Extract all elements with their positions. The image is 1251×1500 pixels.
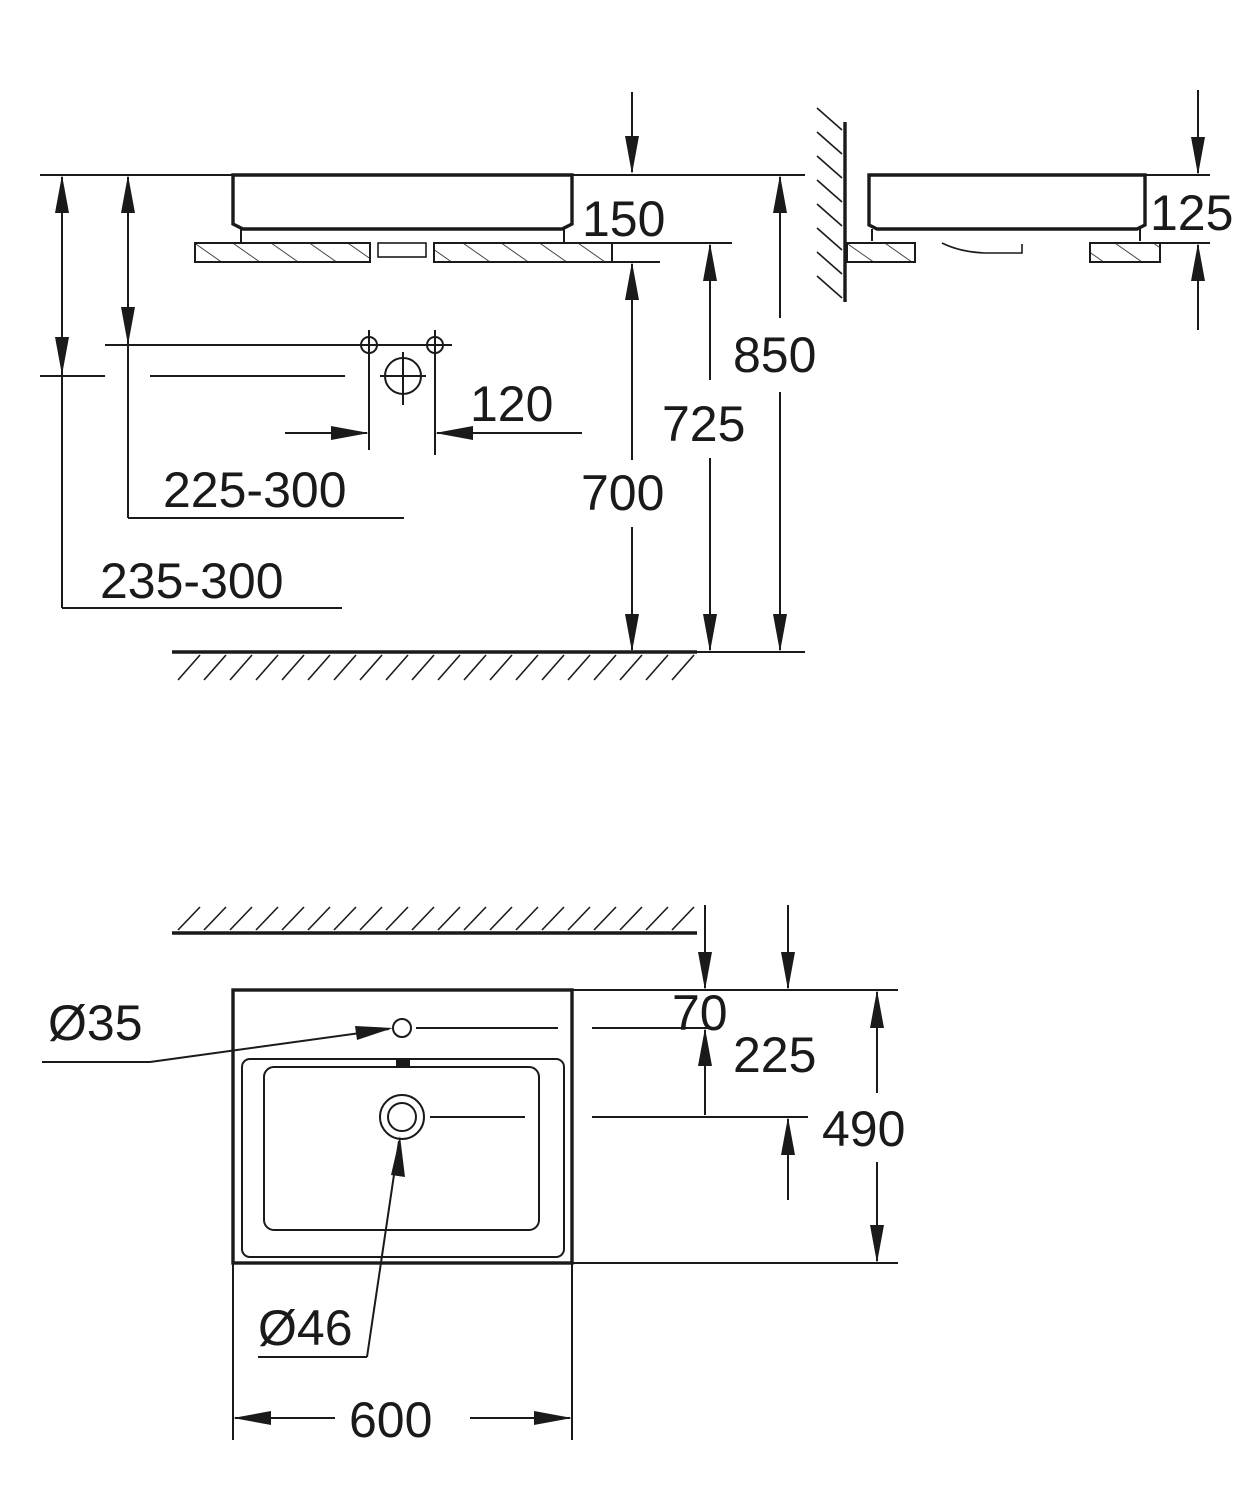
label-725: 725 (662, 396, 745, 452)
label-850: 850 (733, 327, 816, 383)
label-d35: Ø35 (48, 995, 143, 1051)
label-d46: Ø46 (258, 1300, 353, 1356)
drain-housing (377, 242, 427, 258)
drain-inner (387, 1102, 417, 1132)
label-700: 700 (581, 465, 664, 521)
countertop-right (433, 242, 613, 263)
basin-plan-outer (231, 988, 574, 1265)
plan-view (42, 905, 898, 1440)
label-225-300: 225-300 (163, 462, 347, 518)
front-elevation (40, 92, 805, 681)
label-120: 120 (470, 376, 553, 432)
plan-wall-hatch (177, 906, 695, 931)
basin-side (867, 173, 1147, 231)
label-600: 600 (349, 1392, 432, 1448)
basin-plan-rim (241, 1058, 565, 1258)
floor-hatch (177, 654, 695, 681)
side-elevation (816, 90, 1210, 330)
countertop-left (194, 242, 371, 263)
label-235-300: 235-300 (100, 553, 284, 609)
label-225: 225 (733, 1027, 816, 1083)
drain-outer (379, 1094, 425, 1140)
wall-hatch (816, 107, 843, 299)
label-490: 490 (822, 1101, 905, 1157)
side-countertop-left (846, 242, 916, 263)
label-150: 150 (582, 191, 665, 247)
label-70: 70 (672, 985, 728, 1041)
basin-front (231, 173, 574, 231)
label-125: 125 (1150, 185, 1233, 241)
tap-hole (392, 1018, 412, 1038)
side-countertop-right (1089, 242, 1161, 263)
